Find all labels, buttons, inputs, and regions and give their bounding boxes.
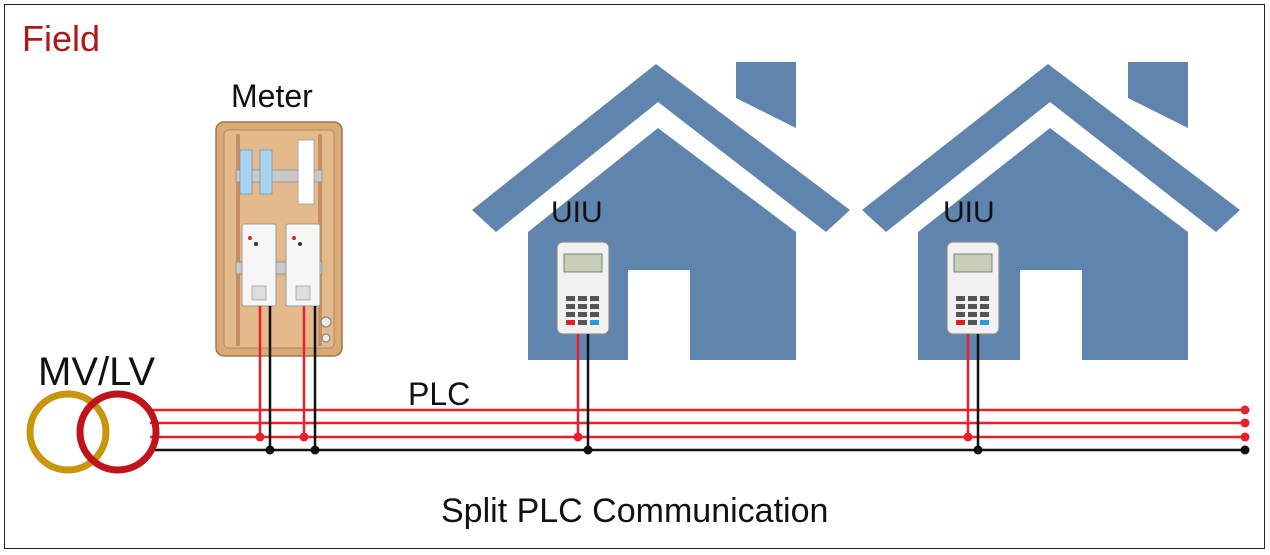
house-icon <box>472 62 850 360</box>
transformer-icon <box>26 390 160 474</box>
uiu-label: UIU <box>551 196 603 229</box>
meter-box-icon <box>215 121 343 357</box>
power-bus <box>150 408 1245 452</box>
diagram-caption: Split PLC Communication <box>441 492 829 530</box>
keypad-unit-icon <box>556 241 610 335</box>
meter-label: Meter <box>231 78 313 114</box>
keypad-unit-icon <box>946 241 1000 335</box>
house-icon <box>862 62 1240 360</box>
meter-drop-wires <box>258 306 317 450</box>
plc-label: PLC <box>408 376 471 412</box>
diagram-frame <box>4 4 1265 549</box>
uiu-label: UIU <box>943 196 995 229</box>
transformer-label: MV/LV <box>38 350 156 394</box>
junction-dots <box>255 405 1250 455</box>
uiu-drop-wires <box>576 334 980 450</box>
page-title: Field <box>22 18 101 59</box>
